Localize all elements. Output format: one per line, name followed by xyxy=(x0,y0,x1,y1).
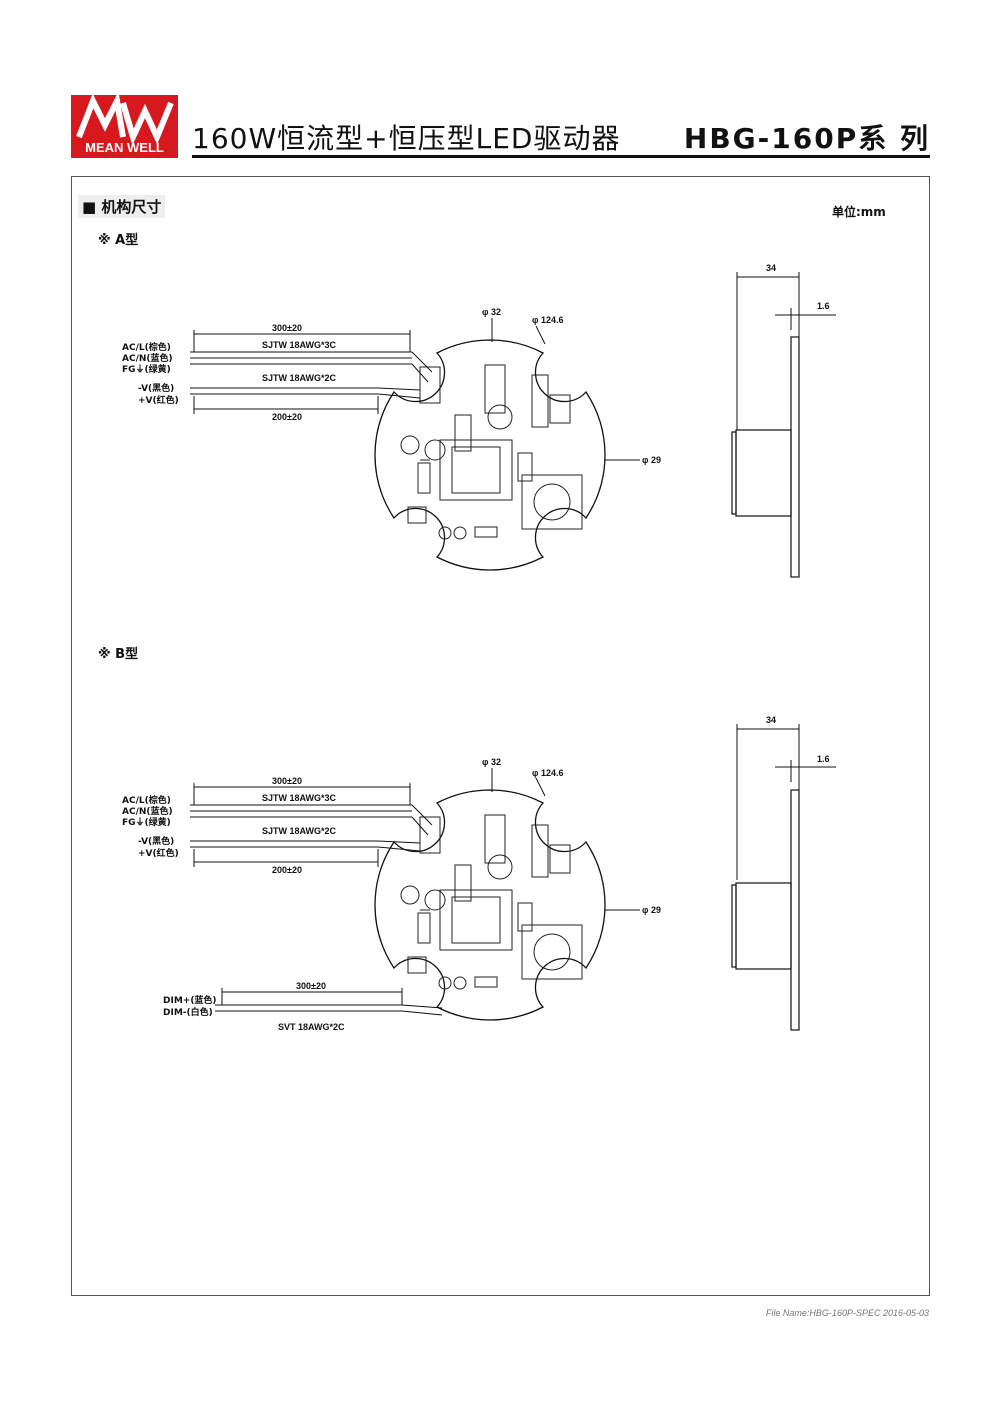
dim-wire-length: 300±20 xyxy=(296,981,326,991)
wire-label: FG⏚(绿黄) xyxy=(122,816,171,828)
phi-32-label: φ 32 xyxy=(482,307,501,317)
type-a-heading: ※ A型 xyxy=(98,233,139,248)
section-title: ■ 机构尺寸 xyxy=(78,195,166,218)
wire-label: -V(黑色) xyxy=(138,835,174,847)
side-16-label: 1.6 xyxy=(817,301,830,311)
cable-ac-spec: SJTW 18AWG*3C xyxy=(262,340,337,350)
wire-label: AC/L(棕色) xyxy=(122,341,171,353)
document-title: 160W恒流型+恒压型LED驱动器 xyxy=(192,122,621,155)
phi-32-label: φ 32 xyxy=(482,757,501,767)
dim-ac-length: 300±20 xyxy=(272,776,302,786)
phi-124-label: φ 124.6 xyxy=(532,315,563,325)
phi-29-label: φ 29 xyxy=(642,455,661,465)
dim-ac-length: 300±20 xyxy=(272,323,302,333)
wire-label: FG⏚(绿黄) xyxy=(122,363,171,375)
wire-label: AC/L(棕色) xyxy=(122,794,171,806)
logo-text: MEAN WELL xyxy=(85,140,164,155)
content-frame xyxy=(71,176,930,1296)
dim-dc-length: 200±20 xyxy=(272,865,302,875)
side-16-label: 1.6 xyxy=(817,754,830,764)
unit-label: 单位:mm xyxy=(832,205,886,219)
mw-logo-mark xyxy=(76,95,174,143)
file-name-footer: File Name:HBG-160P-SPEC 2016-05-03 xyxy=(765,1308,929,1318)
dim-cable-spec: SVT 18AWG*2C xyxy=(278,1022,345,1032)
cable-dc-spec: SJTW 18AWG*2C xyxy=(262,826,337,836)
series-name: HBG-160P系 列 xyxy=(683,122,930,155)
side-34-label: 34 xyxy=(766,715,776,725)
wire-label: AC/N(蓝色) xyxy=(122,805,173,817)
type-b-drawing: AC/L(棕色) AC/N(蓝色) FG⏚(绿黄) -V(黑色) +V(红色) … xyxy=(122,715,836,1032)
wire-label: -V(黑色) xyxy=(138,382,174,394)
phi-29-label: φ 29 xyxy=(642,905,661,915)
type-b-heading: ※ B型 xyxy=(98,647,139,662)
type-a-wire-labels: AC/L(棕色) AC/N(蓝色) FG⏚(绿黄) -V(黑色) +V(红色) xyxy=(122,341,179,406)
phi-124-label: φ 124.6 xyxy=(532,768,563,778)
title-rule xyxy=(192,155,930,158)
wire-label: +V(红色) xyxy=(138,394,179,406)
wire-label: +V(红色) xyxy=(138,847,179,859)
wire-label: DIM-(白色) xyxy=(163,1006,213,1018)
cable-dc-spec: SJTW 18AWG*2C xyxy=(262,373,337,383)
wire-label: DIM+(蓝色) xyxy=(163,994,217,1006)
type-b-wire-labels: AC/L(棕色) AC/N(蓝色) FG⏚(绿黄) -V(黑色) +V(红色) … xyxy=(122,794,217,1018)
mean-well-logo: MEAN WELL xyxy=(71,95,178,158)
side-34-label: 34 xyxy=(766,263,776,273)
wire-label: AC/N(蓝色) xyxy=(122,352,173,364)
type-a-drawing: AC/L(棕色) AC/N(蓝色) FG⏚(绿黄) -V(黑色) +V(红色) … xyxy=(122,263,836,578)
cable-ac-spec: SJTW 18AWG*3C xyxy=(262,793,337,803)
dim-dc-length: 200±20 xyxy=(272,412,302,422)
